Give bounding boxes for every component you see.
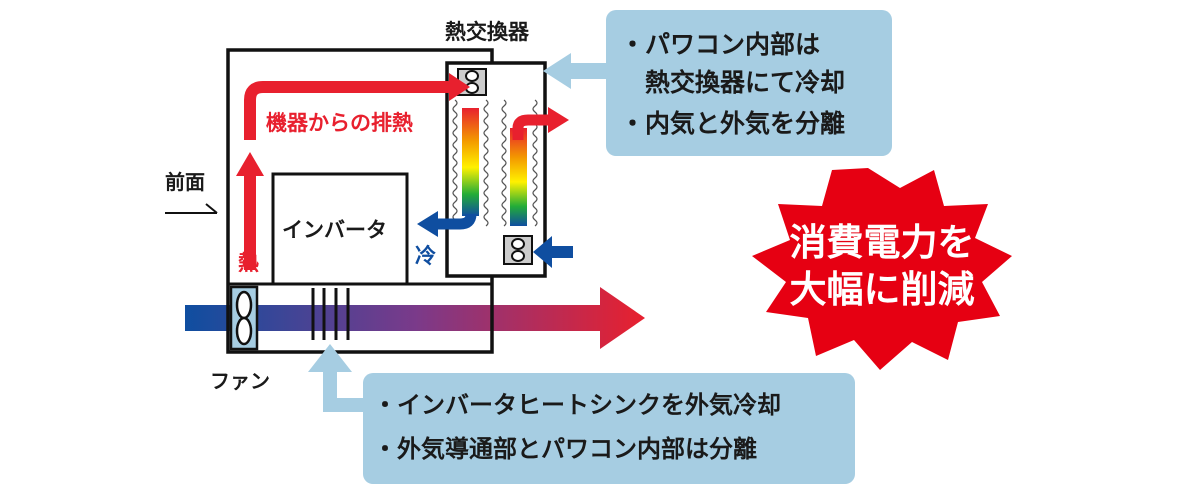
callout-top-line-3: ・内気と外気を分離 xyxy=(620,109,846,138)
hot-air-out-arrow xyxy=(512,114,548,140)
callout-top-pointer xyxy=(543,53,606,89)
external-gradient-column xyxy=(510,128,527,226)
callout-bottom-line-2: ・外気導通部とパワコン内部は分離 xyxy=(373,435,757,463)
callout-top-line-2: 熱交換器にて冷却 xyxy=(620,68,846,97)
power-reduction-burst xyxy=(752,168,1012,370)
callout-bottom-line-1: ・インバータヒートシンクを外気冷却 xyxy=(373,391,781,419)
callout-bottom-pointer xyxy=(308,344,370,412)
exchanger-fan-bottom-icon xyxy=(503,235,533,265)
internal-gradient-column xyxy=(462,108,479,216)
burst-line-2: 大幅に削減 xyxy=(789,268,975,311)
callout-top: ・パワコン内部は 熱交換器にて冷却 ・内気と外気を分離 xyxy=(606,10,892,156)
inverter-label: インバータ xyxy=(282,218,387,242)
fan-label: ファン xyxy=(210,369,270,393)
heat-exchanger-label: 熱交換器 xyxy=(445,20,529,44)
outside-air-in-arrow xyxy=(533,236,573,268)
burst-line-1: 消費電力を xyxy=(789,221,975,264)
callout-top-line-1: ・パワコン内部は xyxy=(620,30,821,59)
callout-bottom: ・インバータヒートシンクを外気冷却 ・外気導通部とパワコン内部は分離 xyxy=(363,373,855,484)
front-label: 前面 xyxy=(165,170,205,194)
heat-label: 熱 xyxy=(238,251,259,275)
device-exhaust-label: 機器からの排熱 xyxy=(266,111,413,135)
inverter-box xyxy=(271,172,409,286)
cold-label: 冷 xyxy=(415,244,436,268)
fan-icon xyxy=(229,285,259,351)
front-arrow-icon xyxy=(165,203,218,214)
cold-air-arrow xyxy=(436,213,477,230)
airflow-arrow xyxy=(185,287,645,349)
heat-sink-fins xyxy=(311,288,350,340)
